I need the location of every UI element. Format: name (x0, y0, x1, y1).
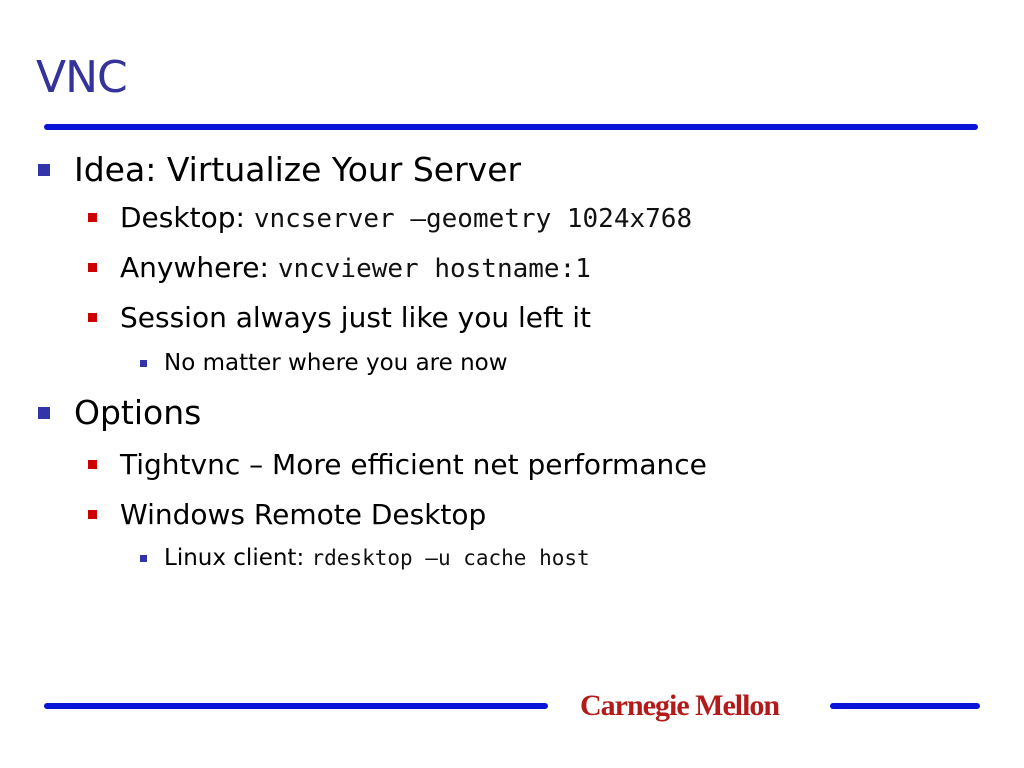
square-bullet-icon (38, 407, 50, 419)
bullet-text: Linux client: (164, 545, 312, 571)
square-bullet-icon (140, 360, 147, 367)
title-divider (44, 124, 978, 130)
square-bullet-icon (88, 263, 97, 272)
bullet-text: Idea: Virtualize Your Server (74, 150, 522, 189)
square-bullet-icon (140, 555, 147, 562)
slide-title: VNC (36, 52, 128, 103)
code-text: vncserver –geometry 1024x768 (253, 204, 693, 234)
square-bullet-icon (88, 460, 97, 469)
bullet-text: Desktop: (120, 201, 254, 234)
code-text: vncviewer hostname:1 (277, 254, 591, 284)
square-bullet-icon (38, 164, 50, 176)
bullet-text: Tightvnc – More efficient net performanc… (120, 448, 707, 481)
sub-sub-bullet-content: Linux client: rdesktop –u cache host (164, 543, 590, 573)
square-bullet-icon (88, 213, 97, 222)
square-bullet-icon (88, 313, 97, 322)
sub-bullet-content: Desktop: vncserver –geometry 1024x768 (120, 200, 692, 237)
carnegie-mellon-logo: Carnegie Mellon (580, 689, 780, 722)
bullet-text: Options (74, 393, 202, 432)
footer-divider-left (44, 703, 548, 709)
bullet-text: Windows Remote Desktop (120, 498, 487, 531)
bullet-text: Session always just like you left it (120, 301, 592, 334)
bullet-text: Anywhere: (120, 251, 278, 284)
square-bullet-icon (88, 510, 97, 519)
sub-bullet-content: Anywhere: vncviewer hostname:1 (120, 250, 591, 287)
code-text: rdesktop –u cache host (311, 546, 590, 570)
bullet-text: No matter where you are now (164, 350, 508, 376)
footer-divider-right (830, 703, 980, 709)
